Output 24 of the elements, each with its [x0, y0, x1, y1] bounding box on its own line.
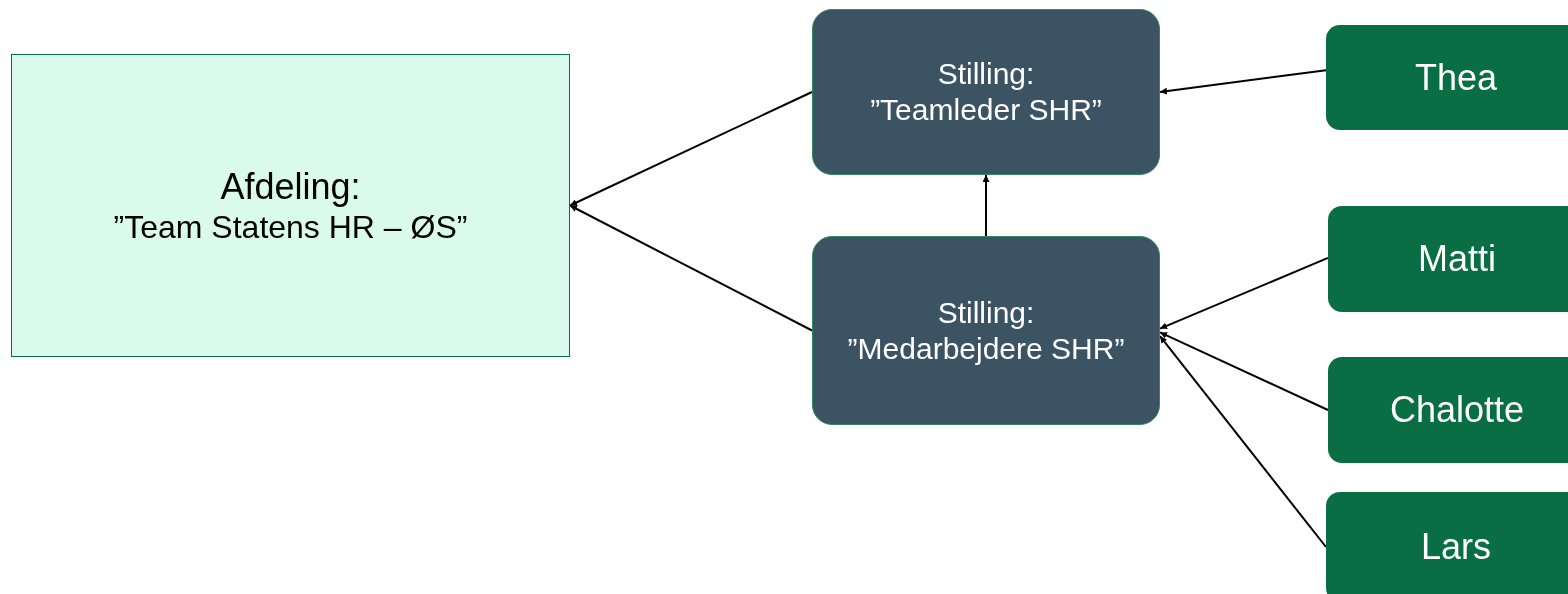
person-name: Lars: [1421, 525, 1491, 569]
position-name: ”Teamleder SHR”: [870, 92, 1102, 128]
position-box: [812, 9, 1160, 175]
arrow: [569, 204, 813, 332]
person-box: [1326, 492, 1568, 594]
person-box: [1326, 25, 1568, 130]
arrow: [1159, 331, 1329, 411]
person-name: Thea: [1414, 55, 1498, 100]
position-name: ”Medarbejdere SHR”: [847, 330, 1125, 367]
position-heading: Stilling:: [937, 294, 1035, 331]
person-box: [1328, 357, 1568, 463]
person-box: [1328, 206, 1568, 312]
arrow: [1159, 69, 1327, 95]
arrow: [569, 91, 813, 207]
person-name: Chalotte: [1389, 388, 1525, 432]
arrow: [1159, 335, 1327, 548]
arrow: [1159, 256, 1329, 330]
person-name: Matti: [1418, 237, 1496, 281]
arrow: [982, 174, 990, 237]
department-heading: Afdeling:: [220, 164, 361, 208]
department-name: ”Team Statens HR – ØS”: [113, 207, 468, 247]
position-heading: Stilling:: [937, 56, 1035, 92]
department-box: [11, 54, 570, 357]
position-box: [812, 236, 1160, 425]
